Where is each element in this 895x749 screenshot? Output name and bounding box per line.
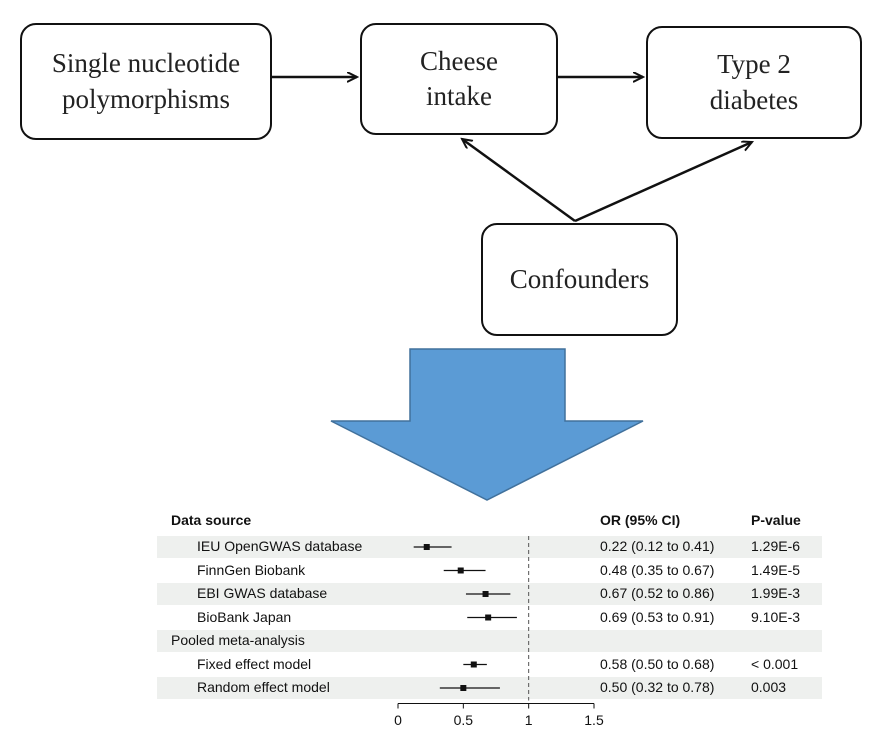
point-estimate <box>470 661 477 668</box>
point-estimate <box>485 614 492 621</box>
node-snp: Single nucleotide polymorphisms <box>20 23 272 140</box>
x-tick-label: 0 <box>394 712 402 728</box>
point-estimate <box>460 685 467 691</box>
row-label: BioBank Japan <box>197 608 292 625</box>
row-label: Fixed effect model <box>197 655 312 672</box>
node-type2-diabetes: Type 2 diabetes <box>646 26 862 139</box>
row-p-value: < 0.001 <box>751 655 799 672</box>
x-tick-label: 1.5 <box>584 712 604 728</box>
row-label: IEU OpenGWAS database <box>197 538 363 554</box>
x-tick-label: 1 <box>524 712 533 728</box>
row-label: FinnGen Biobank <box>197 561 306 578</box>
row-p-value: 1.49E-5 <box>751 561 801 578</box>
header-or-ci: OR (95% CI) <box>600 512 681 528</box>
row-or-ci: 0.67 (0.52 to 0.86) <box>600 585 715 601</box>
arrow-confounders-to-t2d <box>574 142 752 223</box>
row-or-ci: 0.69 (0.53 to 0.91) <box>600 608 715 625</box>
row-or-ci: 0.22 (0.12 to 0.41) <box>600 538 715 554</box>
row-p-value: 1.99E-3 <box>751 585 801 601</box>
point-estimate <box>423 544 430 550</box>
header-data-source: Data source <box>171 512 252 528</box>
row-or-ci: 0.48 (0.35 to 0.67) <box>600 561 715 578</box>
arrow-confounders-to-cheese <box>462 139 576 223</box>
header-p-value: P-value <box>751 512 801 528</box>
point-estimate <box>457 567 464 574</box>
row-p-value: 1.29E-6 <box>751 538 801 554</box>
group-heading: Pooled meta-analysis <box>171 632 305 648</box>
row-background <box>157 630 822 652</box>
row-label: EBI GWAS database <box>197 585 328 601</box>
node-cheese-intake: Cheese intake <box>360 23 558 135</box>
row-or-ci: 0.58 (0.50 to 0.68) <box>600 655 715 672</box>
row-background <box>157 536 822 558</box>
x-tick-label: 0.5 <box>453 712 474 728</box>
node-confounders: Confounders <box>481 223 678 336</box>
row-or-ci: 0.50 (0.32 to 0.78) <box>600 679 715 695</box>
point-estimate <box>482 591 489 597</box>
row-p-value: 0.003 <box>751 679 787 695</box>
big-down-arrow <box>330 348 644 501</box>
row-label: Random effect model <box>197 679 330 695</box>
row-p-value: 9.10E-3 <box>751 608 801 625</box>
